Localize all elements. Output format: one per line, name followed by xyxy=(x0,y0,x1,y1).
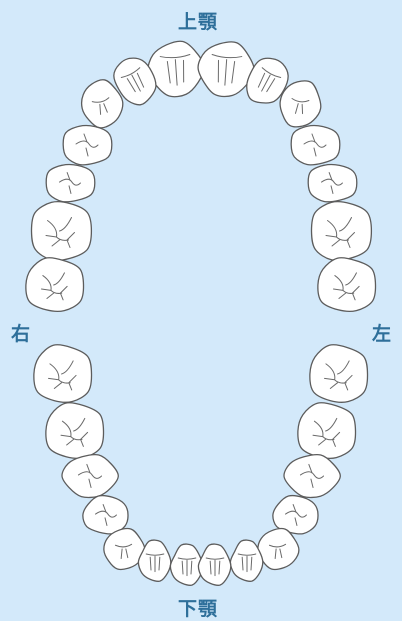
upper-left-first-molar[interactable] xyxy=(312,202,372,261)
lower-right-first-premolar[interactable] xyxy=(83,496,128,534)
upper-left-first-premolar[interactable] xyxy=(291,126,340,165)
lower-left-second-premolar-outline xyxy=(284,455,340,498)
lower-right-second-premolar[interactable] xyxy=(62,455,118,498)
lower-right-first-premolar-outline xyxy=(83,496,128,534)
upper-right-first-premolar[interactable] xyxy=(63,126,112,165)
upper-right-first-molar-outline xyxy=(32,202,92,261)
lower-right-first-molar[interactable] xyxy=(46,403,104,459)
upper-right-second-premolar-outline xyxy=(46,165,95,202)
lower-left-canine[interactable] xyxy=(258,529,299,570)
lower-left-second-molar[interactable] xyxy=(310,345,368,403)
lower-left-central-incisor[interactable] xyxy=(198,544,230,585)
upper-right-first-molar[interactable] xyxy=(32,202,92,261)
lower-right-second-molar[interactable] xyxy=(34,345,92,403)
lower-left-first-molar[interactable] xyxy=(298,403,356,459)
upper-left-second-molar[interactable] xyxy=(318,258,376,312)
upper-left-second-premolar[interactable] xyxy=(308,165,357,202)
upper-right-second-molar[interactable] xyxy=(26,258,84,312)
upper-left-first-molar-outline xyxy=(312,202,372,261)
lower-left-second-premolar[interactable] xyxy=(284,455,340,498)
upper-right-first-premolar-outline xyxy=(63,126,112,165)
lower-left-canine-outline xyxy=(258,529,299,570)
upper-left-second-premolar-outline xyxy=(308,165,357,202)
upper-left-first-premolar-outline xyxy=(291,126,340,165)
upper-right-second-premolar[interactable] xyxy=(46,165,95,202)
lower-right-second-premolar-outline xyxy=(62,455,118,498)
